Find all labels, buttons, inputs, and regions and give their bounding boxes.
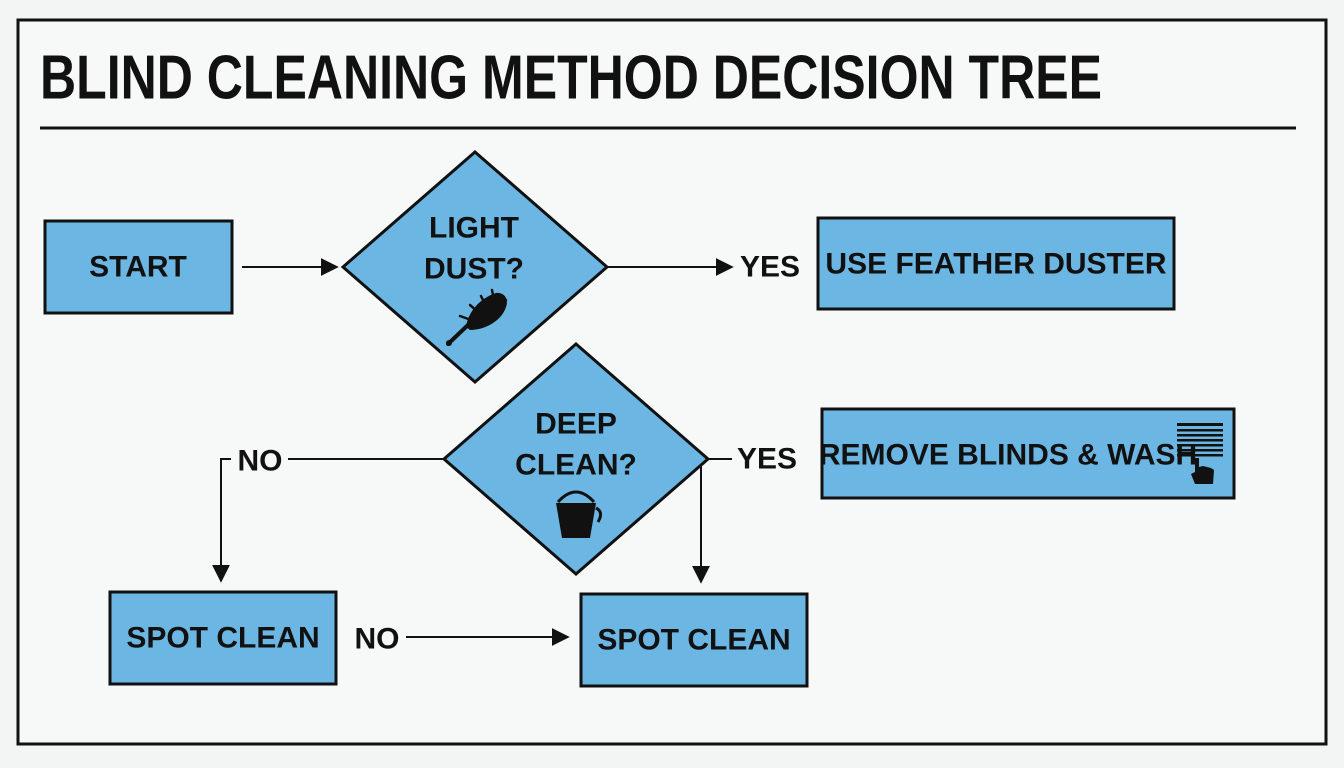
remove-wash-label: REMOVE BLINDS & WASH [819, 439, 1197, 472]
spot-clean-no-label: NO [355, 623, 400, 656]
start-label: START [89, 251, 187, 284]
deep-clean-yes-label: YES [737, 443, 797, 476]
deep-clean-line1: DEEP [535, 408, 617, 441]
feather-duster-icon [446, 288, 508, 346]
spot-clean-left-node: SPOT CLEAN [108, 590, 338, 686]
spot-clean-left-label: SPOT CLEAN [126, 622, 319, 655]
deep-clean-decision: DEEP CLEAN? [441, 342, 711, 576]
light-dust-line2: DUST? [424, 253, 524, 286]
light-dust-decision: LIGHT DUST? [340, 150, 610, 384]
remove-wash-node: REMOVE BLINDS & WASH [819, 407, 1236, 500]
spot-clean-right-label: SPOT CLEAN [597, 624, 790, 657]
page-title: BLIND CLEANING METHOD DECISION TREE [40, 44, 1102, 113]
deep-clean-no-label: NO [238, 445, 283, 478]
start-node: START [43, 219, 234, 315]
window-blinds-hand-icon [1177, 423, 1223, 484]
light-dust-line1: LIGHT [429, 212, 519, 245]
bucket-icon [556, 490, 603, 538]
light-dust-yes-label: YES [740, 251, 800, 284]
deep-clean-line2: CLEAN? [515, 449, 637, 482]
feather-duster-label: USE FEATHER DUSTER [825, 248, 1166, 281]
spot-clean-right-node: SPOT CLEAN [579, 592, 809, 688]
feather-duster-node: USE FEATHER DUSTER [816, 216, 1176, 311]
